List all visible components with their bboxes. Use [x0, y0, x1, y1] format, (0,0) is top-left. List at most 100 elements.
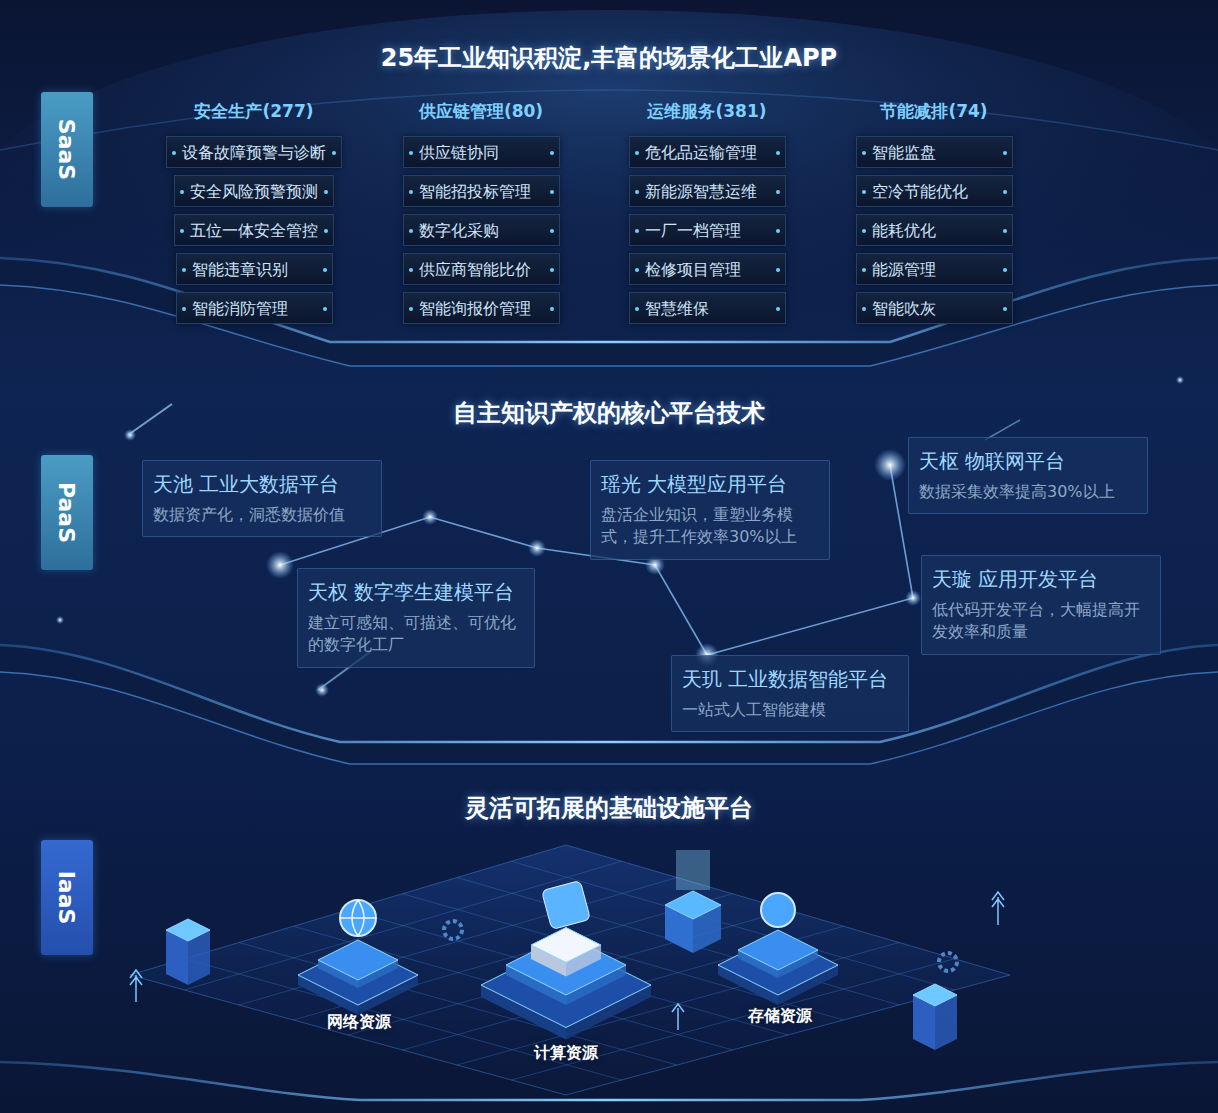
globe-lines	[340, 900, 376, 936]
star	[315, 683, 329, 697]
app-name: 能源管理	[872, 254, 997, 286]
app-name: 智能监盘	[872, 137, 997, 169]
platform-box: 天璇 应用开发平台低代码开发平台，大幅提高开发效率和质量	[921, 555, 1161, 655]
resource-label: 网络资源	[327, 1012, 391, 1033]
platform-desc: 数据资产化，洞悉数据价值	[153, 504, 371, 526]
crystal-cube	[166, 919, 210, 985]
floor-grid	[185, 861, 955, 1080]
app-box: 数字化采购	[403, 214, 560, 246]
app-box: 智能监盘	[856, 136, 1013, 168]
platform-desc: 低代码开发平台，大幅提高开发效率和质量	[932, 599, 1150, 644]
layer-heading: 灵活可拓展的基础设施平台	[0, 780, 1218, 824]
layer-name: SaaS	[55, 119, 80, 180]
app-name: 五位一体安全管控	[190, 215, 318, 247]
platform-box: 天玑 工业数据智能平台一站式人工智能建模	[671, 655, 909, 732]
crystal-cube-top	[913, 984, 957, 1006]
app-name: 智能询报价管理	[419, 293, 544, 325]
app-box: 供应商智能比价	[403, 253, 560, 285]
star	[874, 449, 906, 481]
app-box: 智能违章识别	[176, 253, 333, 285]
star	[905, 590, 921, 606]
compute-box-top	[531, 928, 601, 963]
chip-icon	[542, 881, 591, 930]
app-box: 智能吹灰	[856, 292, 1013, 324]
app-name: 能耗优化	[872, 215, 997, 247]
resource-label: 计算资源	[534, 1043, 598, 1064]
crystal-cube	[913, 984, 957, 1050]
layer-band: 灵活可拓展的基础设施平台	[0, 780, 1218, 1100]
star	[56, 616, 64, 624]
app-name: 智能吹灰	[872, 293, 997, 325]
light-beam	[676, 850, 710, 890]
star	[422, 509, 438, 525]
app-name: 一厂一档管理	[645, 215, 770, 247]
platform-name: 天池 工业大数据平台	[153, 471, 371, 498]
star	[266, 551, 294, 579]
category-heading: 节能减排(74)	[880, 100, 987, 123]
layer-band: 天池 工业大数据平台数据资产化，洞悉数据价值瑶光 大模型应用平台盘活企业知识，重…	[0, 385, 1218, 745]
gear-icon	[939, 953, 957, 971]
app-name: 空冷节能优化	[872, 176, 997, 208]
resource-label: 存储资源	[748, 1006, 812, 1027]
app-box: 一厂一档管理	[629, 214, 786, 246]
app-box: 检修项目管理	[629, 253, 786, 285]
app-box: 安全风险预警预测	[174, 175, 334, 207]
server-cube-top	[665, 891, 721, 919]
storage-stage	[738, 930, 818, 978]
platform-box: 天枢 物联网平台数据采集效率提高30%以上	[908, 437, 1148, 514]
platform-name: 天璇 应用开发平台	[932, 566, 1150, 593]
arrow-mark	[992, 892, 1004, 925]
globe-icon	[340, 900, 376, 936]
network-stage	[318, 940, 398, 988]
app-box: 能耗优化	[856, 214, 1013, 246]
layer-heading: 自主知识产权的核心平台技术	[0, 385, 1218, 429]
storage-stage-top	[738, 930, 818, 970]
arrow-mark	[130, 970, 142, 1002]
app-name: 危化品运输管理	[645, 137, 770, 169]
app-box: 能源管理	[856, 253, 1013, 285]
app-name: 智能消防管理	[192, 293, 317, 325]
platform-name: 天枢 物联网平台	[919, 448, 1137, 475]
layer-tab: SaaS	[41, 92, 93, 207]
app-box: 五位一体安全管控	[174, 214, 334, 246]
platform-edge	[0, 672, 1218, 764]
star	[1176, 376, 1184, 384]
platform-name: 天权 数字孪生建模平台	[308, 579, 524, 606]
platform-rim	[0, 645, 1218, 764]
app-name: 安全风险预警预测	[190, 176, 318, 208]
layer-tab: IaaS	[41, 840, 93, 955]
app-box: 智能消防管理	[176, 292, 333, 324]
app-name: 智能招投标管理	[419, 176, 544, 208]
platform-name: 天玑 工业数据智能平台	[682, 666, 898, 693]
floor-grid	[130, 845, 1010, 1095]
platform-desc: 建立可感知、可描述、可优化的数字化工厂	[308, 612, 524, 657]
app-box: 空冷节能优化	[856, 175, 1013, 207]
app-box: 智能招投标管理	[403, 175, 560, 207]
layer-band: 设备故障预警与诊断安全风险预警预测五位一体安全管控智能违章识别智能消防管理 供应链…	[0, 30, 1218, 350]
app-name: 新能源智慧运维	[645, 176, 770, 208]
app-name: 检修项目管理	[645, 254, 770, 286]
arrow-mark	[672, 1004, 684, 1030]
layer-name: IaaS	[55, 871, 80, 925]
server-cube	[665, 891, 721, 953]
platform-edge	[0, 285, 1218, 366]
grid-line	[403, 926, 844, 1050]
layer-heading: 25年工业知识积淀,丰富的场景化工业APP	[0, 30, 1218, 74]
app-box: 危化品运输管理	[629, 136, 786, 168]
app-box: 新能源智慧运维	[629, 175, 786, 207]
app-name: 数字化采购	[419, 215, 544, 247]
app-box: 智慧维保	[629, 292, 786, 324]
category-heading: 供应链管理(80)	[419, 100, 543, 123]
layer-tab: PaaS	[41, 455, 93, 570]
storage-icon	[761, 893, 795, 927]
star	[528, 539, 546, 557]
category-heading: 运维服务(381)	[647, 100, 766, 123]
app-box: 供应链协同	[403, 136, 560, 168]
category-heading: 安全生产(277)	[194, 100, 313, 123]
platform-name: 瑶光 大模型应用平台	[601, 471, 819, 498]
app-name: 供应商智能比价	[419, 254, 544, 286]
platform-desc: 数据采集效率提高30%以上	[919, 481, 1137, 503]
app-name: 设备故障预警与诊断	[182, 137, 326, 169]
app-name: 供应链协同	[419, 137, 544, 169]
